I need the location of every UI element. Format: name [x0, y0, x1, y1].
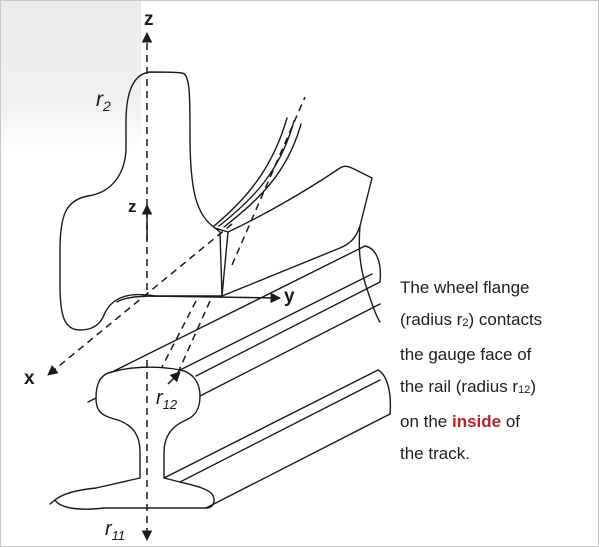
rail-foot-edge	[205, 413, 391, 509]
caption-line-6: the track.	[400, 443, 470, 463]
caption-line-2: (radius r2) contacts	[400, 309, 543, 329]
wheel-rim-line-2	[218, 120, 295, 227]
rail-head-top-mid	[179, 273, 373, 371]
r12-label: r12	[156, 387, 178, 412]
rail-foot-end	[377, 369, 392, 415]
rail-rear-left-1	[87, 397, 97, 403]
rail-left-foot-back	[49, 499, 56, 505]
y-axis-label: y	[284, 286, 295, 307]
rail-foot-top-edge	[179, 379, 381, 483]
corner-shading	[1, 1, 141, 151]
caption-line-3: the gauge face of	[400, 345, 532, 364]
y-axis-back	[231, 96, 306, 266]
wheel-rim-line-1	[213, 117, 288, 227]
wheel-flange	[59, 71, 381, 331]
rail-front-profile	[54, 366, 215, 510]
rail-head-top-right	[195, 281, 381, 377]
rail-head-end	[364, 245, 382, 283]
rail-web-edge	[163, 369, 379, 479]
caption-line-4: the rail (radius r12)	[400, 376, 537, 396]
contact-guide-2	[175, 300, 211, 378]
wheel-top-edge	[214, 165, 373, 233]
x-axis-label: x	[24, 368, 35, 389]
rail-head-underside	[199, 303, 381, 397]
wheel-front-profile	[59, 71, 223, 331]
highlight-inside: inside	[452, 412, 502, 431]
wheel-rim-line-3	[223, 123, 302, 228]
axes	[47, 31, 306, 542]
y-axis	[149, 292, 282, 304]
caption-line-1: The wheel flange	[400, 278, 530, 297]
r12-indicator	[167, 371, 181, 385]
x-axis	[47, 223, 233, 376]
z-axis-label-top: z	[144, 9, 154, 30]
wheel-right-edge	[358, 225, 381, 323]
rail-head-top-left	[111, 245, 366, 373]
r11-label: r11	[105, 518, 125, 543]
contact-guide-1	[161, 300, 197, 368]
rail	[49, 245, 392, 510]
caption-line-5: on the inside of	[400, 412, 521, 431]
z-axis-label-mid: z	[128, 197, 137, 216]
explanation-caption: The wheel flange (radius r2) contacts th…	[400, 272, 598, 469]
r2-label: r2	[96, 88, 111, 114]
